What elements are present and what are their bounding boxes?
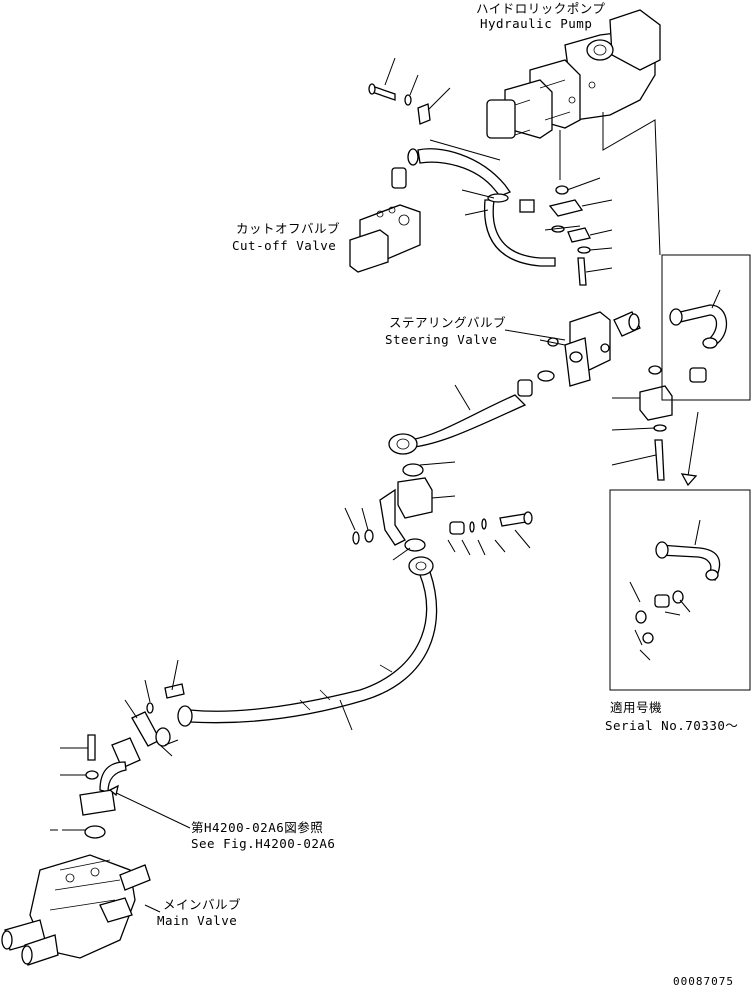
- steering-valve-label-en: Steering Valve: [385, 332, 497, 347]
- steering-valve-label-jp: ステアリングバルブ: [389, 315, 506, 330]
- hydraulic-pump: [486, 9, 661, 139]
- flange-parts-right: [611, 365, 673, 481]
- main-valve-label-en: Main Valve: [157, 913, 237, 928]
- flange-parts-lower: [124, 659, 185, 757]
- flange-parts-upper: [544, 177, 613, 286]
- elbow-fitting: [50, 734, 191, 839]
- see-fig-label-en: See Fig.H4200-02A6: [191, 836, 335, 851]
- bracket-assembly: [344, 461, 533, 561]
- bolt-top: [368, 57, 451, 125]
- serial-label-en: Serial No.70330～: [605, 718, 738, 733]
- middle-hose: [388, 370, 555, 455]
- cutoff-valve: [349, 204, 421, 273]
- inset-box-upper: [661, 254, 751, 401]
- drawing-number: 00087075: [673, 975, 734, 988]
- steering-valve: [547, 311, 641, 387]
- hydraulic-pump-label-jp: ハイドロリックポンプ: [476, 1, 605, 16]
- inset-box-lower: [609, 489, 751, 691]
- main-valve: [1, 854, 161, 966]
- cutoff-valve-label-jp: カットオフバルブ: [236, 221, 340, 236]
- upper-hose: [391, 139, 556, 267]
- lower-hose: [177, 556, 438, 731]
- see-fig-label-jp: 第H4200-02A6図参照: [191, 820, 323, 835]
- main-valve-label-jp: メインバルブ: [163, 897, 241, 912]
- hydraulic-pump-label-en: Hydraulic Pump: [480, 16, 592, 31]
- cutoff-valve-label-en: Cut-off Valve: [232, 238, 336, 253]
- serial-label-jp: 適用号機: [610, 700, 662, 715]
